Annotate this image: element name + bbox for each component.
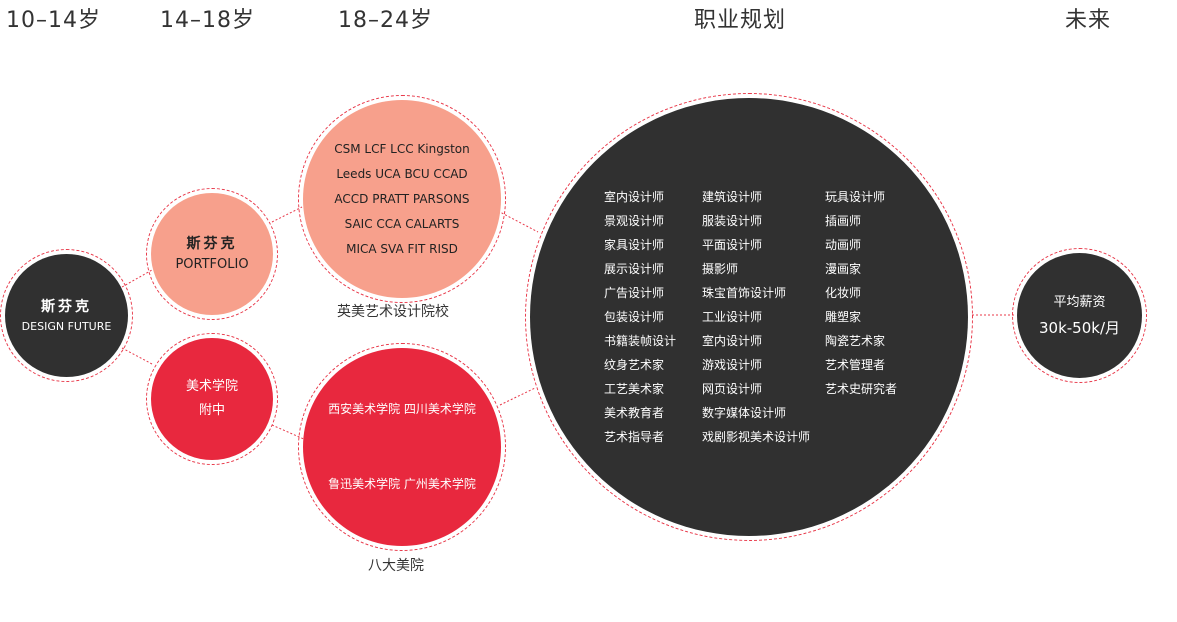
foreign-row: MICA SVA FIT RISD [346, 241, 458, 256]
start-ring [0, 249, 133, 382]
domestic-caption: 八大美院 [368, 558, 424, 574]
career-column-3: 玩具设计师插画师动画师漫画家化妆师雕塑家陶瓷艺术家艺术管理者艺术史研究者 [825, 185, 897, 401]
domestic-row: 中央美术学院 中国美术学院 [328, 327, 476, 341]
career-item: 游戏设计师 [702, 358, 763, 372]
career-circle [530, 98, 968, 536]
career-item: 纹身艺术家 [604, 358, 665, 372]
career-item: 工业设计师 [702, 310, 763, 324]
academy-ring [146, 333, 278, 465]
foreign-schools-circle: CSM LCF LCC Kingston Leeds UCA BCU CCAD … [303, 100, 501, 298]
career-column-1: 室内设计师景观设计师家具设计师展示设计师广告设计师包装设计师书籍装帧设计纹身艺术… [604, 185, 676, 449]
academy-line2: 附中 [198, 403, 225, 418]
portfolio-title: 斯芬克 [186, 236, 238, 252]
foreign-row: CSM LCF LCC Kingston [334, 141, 470, 156]
career-item: 戏剧影视美术设计师 [702, 430, 811, 444]
career-item: 动画师 [825, 238, 862, 252]
career-item: 工艺美术家 [604, 382, 665, 396]
career-item: 广告设计师 [604, 286, 665, 300]
career-item: 网页设计师 [702, 382, 763, 396]
career-item: 插画师 [825, 214, 862, 228]
connector-start-academy [121, 347, 153, 365]
foreign-row: SAIC CCA CALARTS [344, 216, 460, 231]
domestic-row: 鲁迅美术学院 广州美术学院 [328, 477, 476, 491]
career-item: 珠宝首饰设计师 [702, 286, 787, 300]
foreign-ring [298, 95, 506, 303]
future-circle: 平均薪资 30k-50k/月 [1017, 253, 1142, 378]
career-item: 平面设计师 [702, 238, 763, 252]
header-age-10-14: 10–14岁 [6, 8, 101, 33]
career-item: 美术教育者 [604, 406, 665, 420]
connector-start-portfolio [121, 269, 153, 288]
career-item: 艺术指导者 [604, 430, 665, 444]
portfolio-subtitle: PORTFOLIO [175, 257, 249, 272]
start-subtitle: DESIGN FUTURE [21, 319, 112, 333]
career-item: 展示设计师 [604, 262, 665, 276]
career-item: 漫画家 [825, 262, 862, 276]
future-salary: 30k-50k/月 [1038, 318, 1120, 337]
career-item: 室内设计师 [702, 334, 763, 348]
career-column-2: 建筑设计师服装设计师平面设计师摄影师珠宝首饰设计师工业设计师室内设计师游戏设计师… [702, 185, 810, 449]
career-item: 书籍装帧设计 [604, 334, 677, 348]
career-ring [525, 93, 973, 541]
career-item: 艺术管理者 [825, 358, 886, 372]
start-circle: 斯芬克 DESIGN FUTURE [5, 254, 128, 377]
future-label: 平均薪资 [1053, 294, 1106, 310]
career-item: 包装设计师 [604, 310, 665, 324]
career-item: 景观设计师 [604, 214, 665, 228]
connector-foreign-career [497, 210, 539, 233]
career-item: 摄影师 [702, 262, 739, 276]
header-age-18-24: 18–24岁 [338, 8, 433, 33]
career-item: 陶瓷艺术家 [825, 334, 886, 348]
domestic-row: 湖北美术学院 天津美术学院 [328, 552, 476, 566]
connector-portfolio-foreign [271, 206, 303, 223]
career-item: 建筑设计师 [702, 190, 763, 204]
portfolio-ring [146, 188, 278, 320]
connector-domestic-career [499, 387, 536, 406]
start-title: 斯芬克 [41, 298, 92, 315]
header-future: 未来 [1065, 8, 1112, 33]
header-age-14-18: 14–18岁 [160, 8, 255, 33]
career-item: 室内设计师 [604, 190, 665, 204]
career-item: 玩具设计师 [825, 190, 886, 204]
career-item: 化妆师 [825, 286, 862, 300]
future-ring [1012, 248, 1147, 383]
academy-line1: 美术学院 [185, 379, 238, 394]
career-item: 数字媒体设计师 [702, 406, 787, 420]
foreign-row: Leeds UCA BCU CCAD [336, 166, 468, 181]
domestic-ring [298, 343, 506, 551]
academy-circle: 美术学院 附中 [151, 338, 273, 460]
career-item: 雕塑家 [825, 310, 862, 324]
career-item: 家具设计师 [604, 238, 665, 252]
header-career-planning: 职业规划 [694, 8, 787, 33]
domestic-schools-circle: 中央美术学院 中国美术学院 西安美术学院 四川美术学院 鲁迅美术学院 广州美术学… [303, 327, 501, 566]
career-item: 服装设计师 [702, 214, 763, 228]
foreign-caption: 英美艺术设计院校 [337, 304, 449, 320]
domestic-row: 西安美术学院 四川美术学院 [328, 402, 476, 416]
connector-lines [121, 206, 1014, 441]
foreign-row: ACCD PRATT PARSONS [334, 191, 470, 206]
career-item: 艺术史研究者 [825, 382, 898, 396]
portfolio-circle: 斯芬克 PORTFOLIO [151, 193, 273, 315]
